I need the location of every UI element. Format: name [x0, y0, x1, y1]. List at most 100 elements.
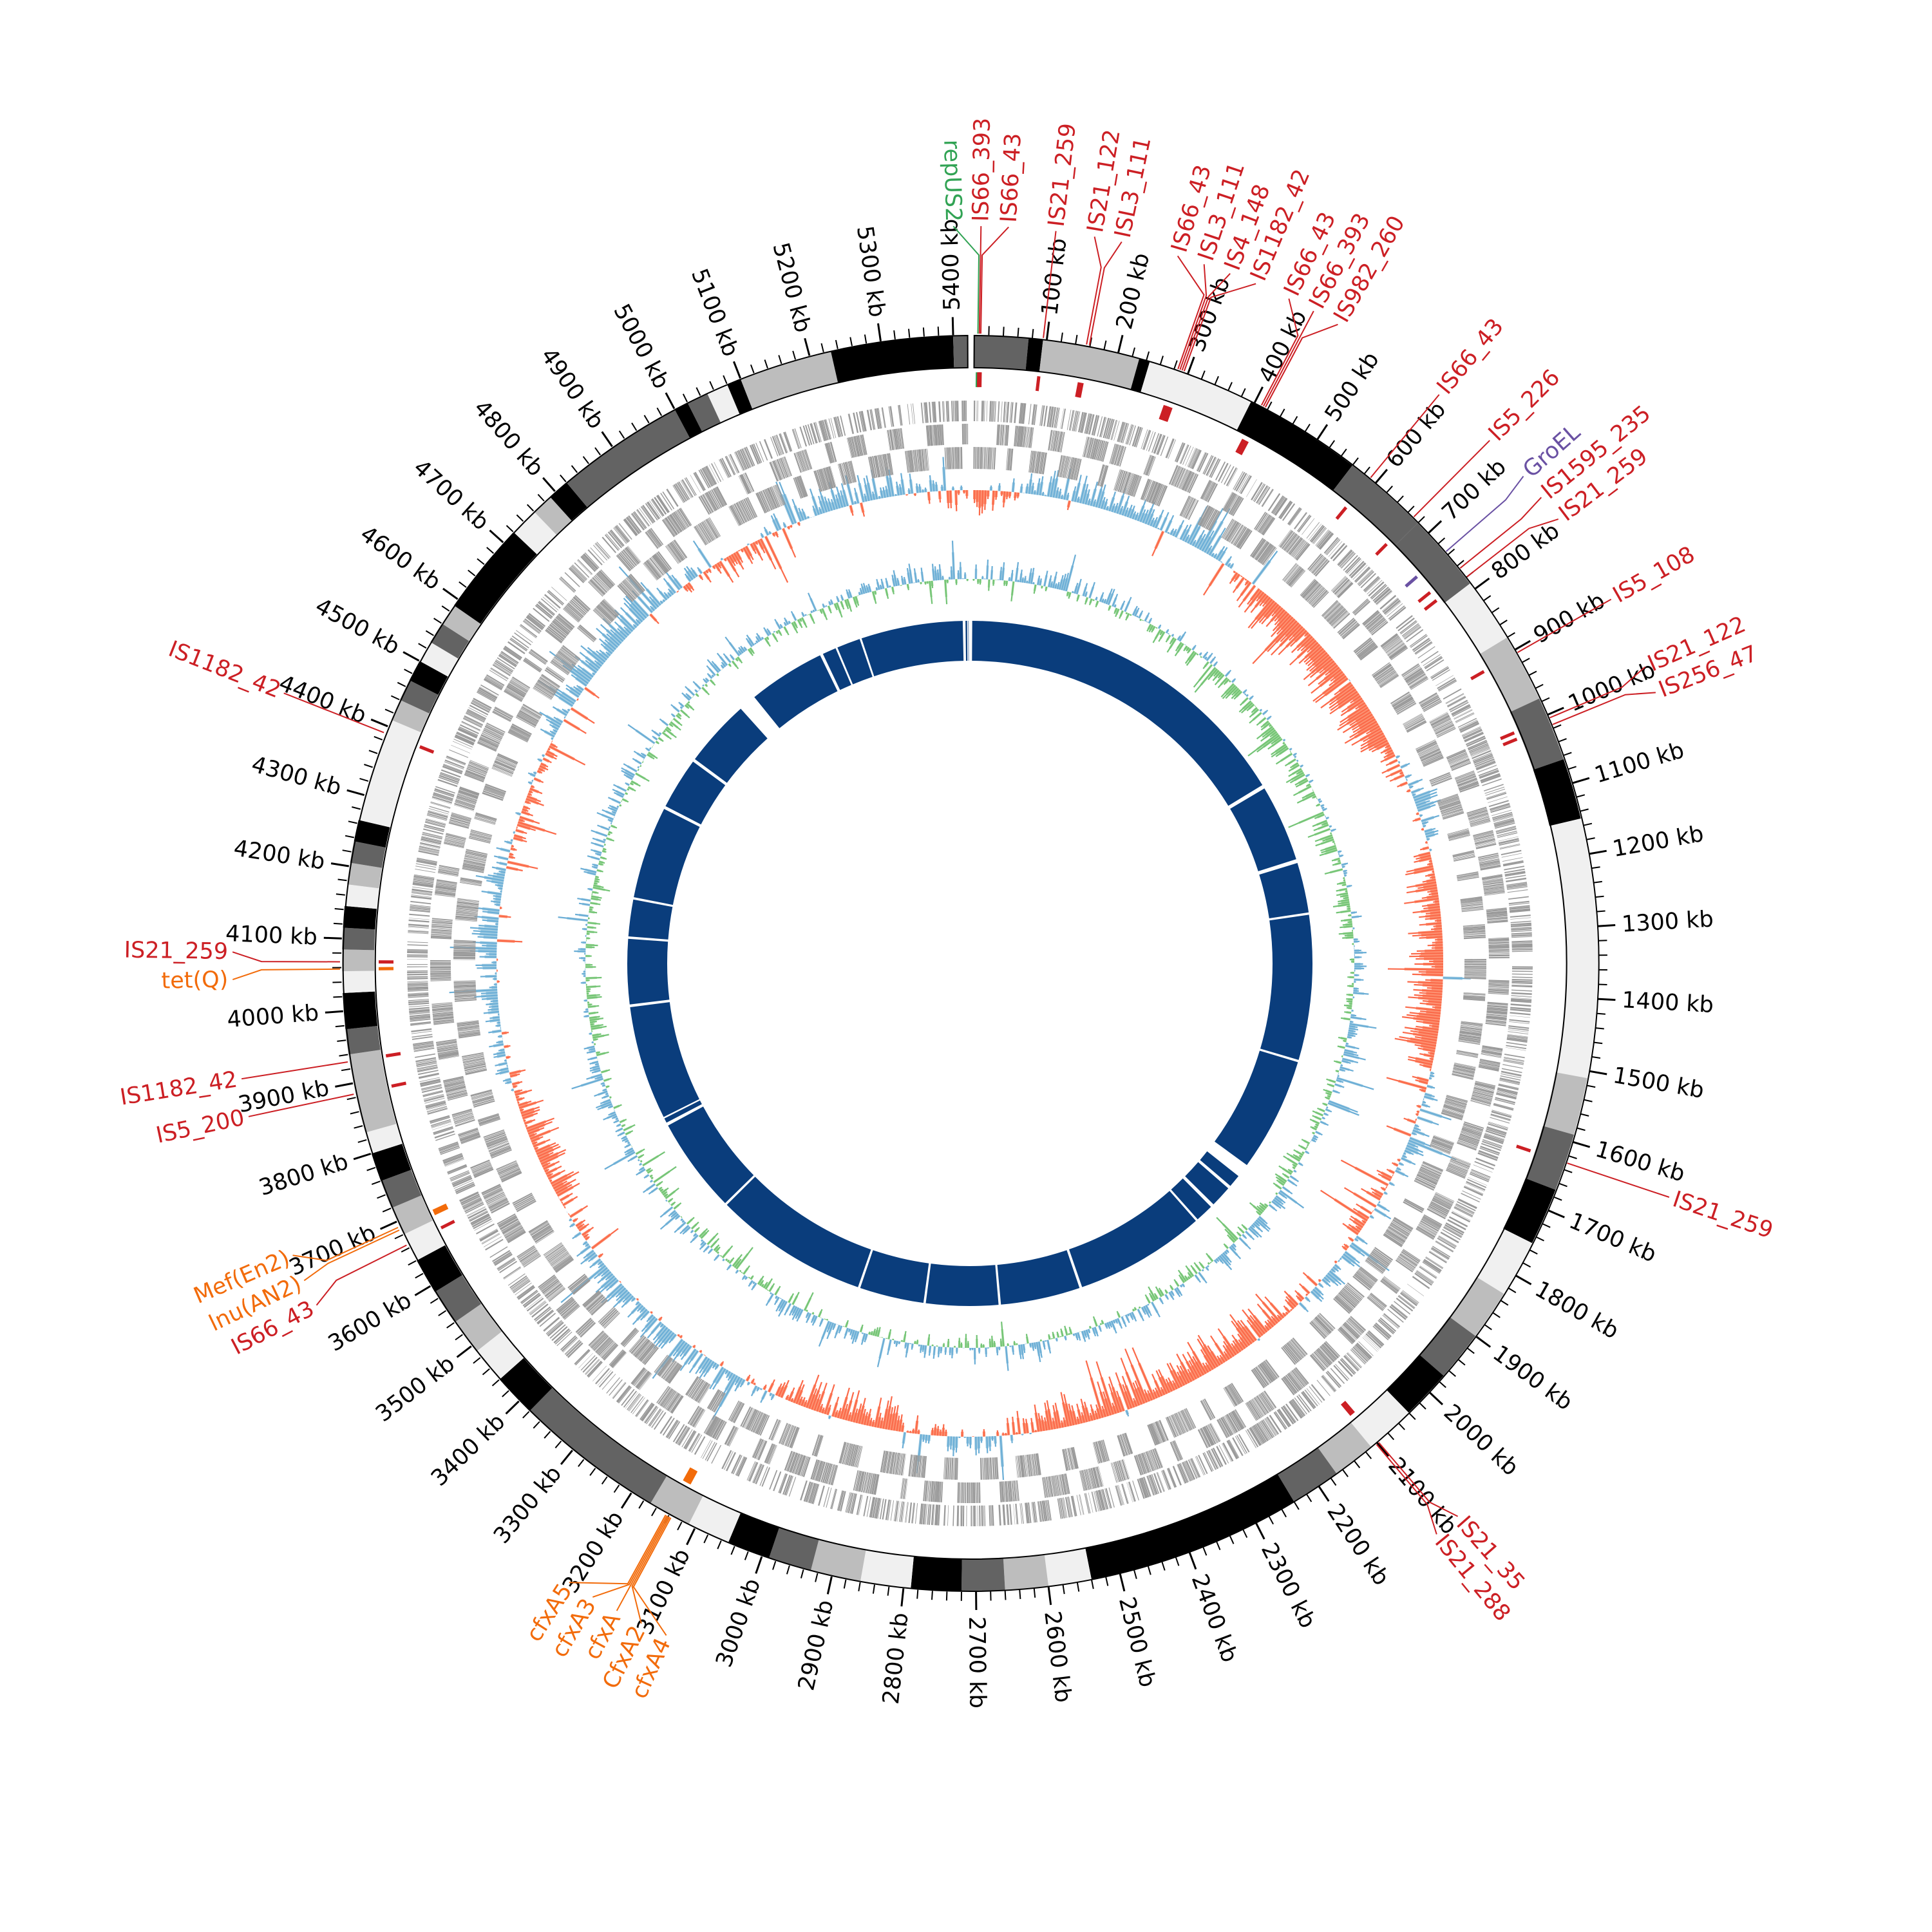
gene-block-row1	[810, 1459, 838, 1486]
gene-block-row1	[996, 424, 1010, 446]
gene-block-row1	[443, 833, 466, 849]
gene-block-row1	[999, 1480, 1019, 1502]
major-tick	[1046, 321, 1050, 340]
tick-label: 5300 kb	[851, 224, 890, 319]
gene-block-row1	[528, 649, 548, 665]
major-tick	[1187, 356, 1195, 375]
ideogram-band	[1141, 361, 1251, 431]
feature-label-IS: IS21_259	[1669, 1186, 1776, 1244]
major-tick	[402, 651, 420, 662]
gene-block-row2	[905, 448, 929, 473]
gene-block-row2	[665, 539, 688, 564]
gene-block-row1	[645, 527, 664, 549]
inner-ring-segment	[997, 1250, 1080, 1305]
gene-block-row2	[694, 517, 721, 545]
gene-block-row2	[1452, 850, 1475, 862]
ideogram-band	[345, 884, 379, 909]
gene-block-row2	[507, 723, 532, 743]
ideogram-band	[1130, 359, 1150, 393]
ideogram-band	[1525, 1126, 1574, 1190]
major-tick	[1318, 1485, 1330, 1502]
gene-block-row1	[886, 428, 905, 451]
tick-label: 2200 kb	[1321, 1499, 1394, 1590]
gene-block-row1	[477, 723, 506, 752]
gene-block-row2	[1015, 1453, 1041, 1478]
gene-block-row1	[563, 594, 591, 623]
gene-block-row1	[1245, 1390, 1277, 1421]
gene-block-row1	[1143, 455, 1156, 477]
tick-label: 3700 kb	[285, 1220, 380, 1281]
ideogram-band	[687, 393, 721, 431]
gene-block-row2	[1113, 469, 1142, 497]
gene-block-row2	[1403, 713, 1427, 733]
gene-block-row1	[1362, 610, 1388, 636]
gene-block-row1	[1169, 465, 1199, 493]
gene-block-row2	[482, 783, 507, 801]
inner-ring-segment	[630, 1002, 699, 1117]
ideogram-band	[534, 497, 572, 535]
tick-label: 1600 kb	[1593, 1137, 1688, 1188]
gene-block-row1	[1281, 1367, 1309, 1396]
feature-marker	[1035, 376, 1041, 392]
major-tick	[1316, 424, 1329, 440]
gene-block-row2	[550, 645, 581, 676]
gene-block-row1	[1337, 1316, 1367, 1345]
tick-label: 4700 kb	[408, 455, 494, 535]
gene-block-row2	[1463, 992, 1486, 1001]
tick-label: 900 kb	[1530, 588, 1609, 649]
tick-label: 1200 kb	[1611, 821, 1705, 862]
gene-block-row2	[1165, 1408, 1197, 1438]
feature-connector	[1370, 394, 1440, 478]
gene-block-row2	[1463, 924, 1486, 940]
gene-block-row2	[1464, 959, 1487, 980]
ideogram-band	[1476, 1228, 1532, 1294]
feature-marker	[1343, 1401, 1355, 1414]
gene-block-row1	[1466, 806, 1491, 828]
ideogram-band	[961, 1558, 1005, 1591]
gene-block-row1	[470, 1159, 494, 1179]
gene-block-row2	[620, 1327, 639, 1348]
gene-forward-strand	[406, 400, 1533, 1527]
major-tick	[346, 789, 365, 797]
tick-label: 1400 kb	[1621, 987, 1714, 1018]
tick-label: 3500 kb	[371, 1351, 460, 1428]
major-tick	[505, 1400, 520, 1415]
feature-connector	[569, 1514, 667, 1585]
feature-marker	[1075, 382, 1081, 397]
feature-marker	[1417, 591, 1432, 603]
tick-label: 5000 kb	[608, 300, 674, 393]
feature-label-IS: IS5_200	[154, 1105, 247, 1149]
gene-block-row2	[837, 460, 857, 486]
gene-block-row1	[1401, 663, 1429, 690]
feature-connector	[1043, 231, 1057, 338]
ideogram-band	[1503, 1178, 1556, 1244]
feature-connector	[283, 692, 384, 734]
ideogram-band	[1394, 523, 1470, 603]
gc-skew-track	[449, 457, 1471, 1481]
gc-content-positive-fill	[567, 552, 1369, 1364]
feature-marker	[440, 1220, 455, 1229]
gene-block-row1	[764, 1443, 777, 1465]
major-tick	[442, 587, 459, 600]
ideogram-band	[1386, 1354, 1444, 1413]
feature-marker	[1159, 404, 1167, 421]
gc-content-track	[558, 540, 1377, 1371]
gene-block-row1	[538, 1274, 566, 1302]
tick-label: 200 kb	[1112, 251, 1155, 332]
ideogram-band	[341, 949, 375, 972]
gene-block-row2	[1352, 1266, 1378, 1291]
feature-marker	[1500, 731, 1515, 741]
gene-block-row1	[1331, 576, 1354, 598]
ideogram-band	[911, 1556, 962, 1591]
gene-block-row1	[1481, 1045, 1503, 1058]
ideogram-band	[343, 905, 377, 930]
ideogram-band	[707, 384, 740, 422]
tick-label: 1300 kb	[1621, 906, 1714, 937]
tick-label: 700 kb	[1437, 454, 1511, 526]
gene-block-row2	[543, 1242, 574, 1273]
gc-content-positive-line	[558, 540, 1377, 1371]
major-tick	[330, 862, 350, 867]
gene-block-row1	[1133, 1448, 1164, 1475]
gene-block-row1	[1082, 436, 1109, 462]
